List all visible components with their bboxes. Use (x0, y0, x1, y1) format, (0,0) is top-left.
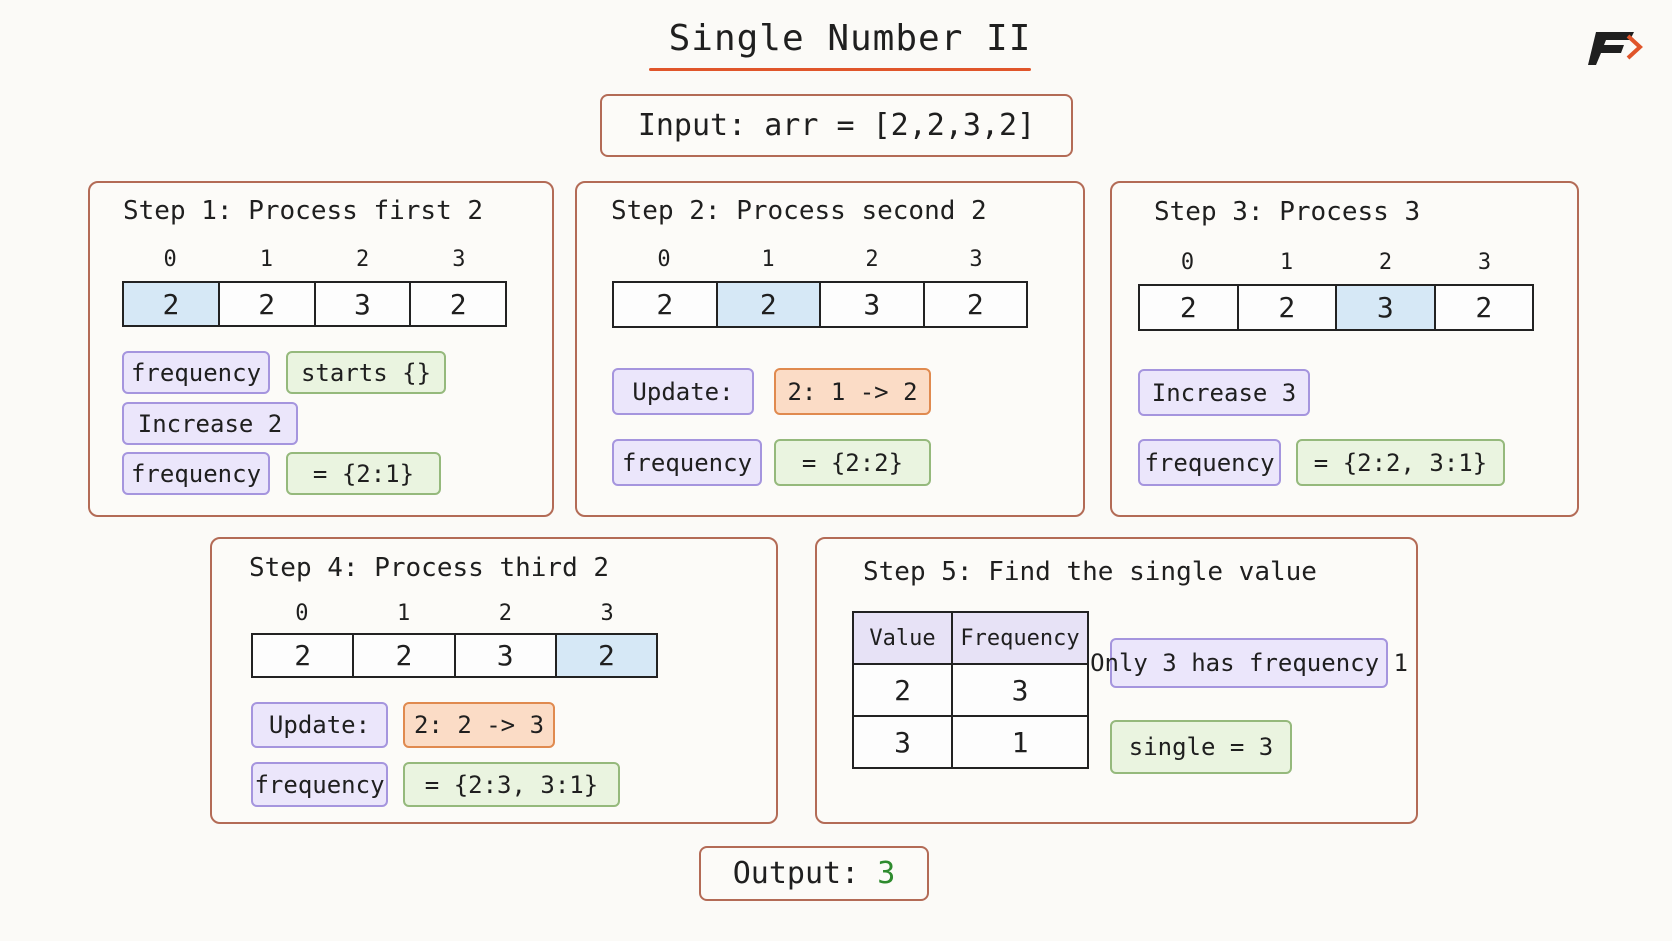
array-cell: 2 (354, 635, 456, 676)
single-value-chip: single = 3 (1110, 720, 1292, 774)
array-cell: 3 (821, 283, 925, 326)
step-2-array: 2 2 3 2 (612, 281, 1028, 328)
index-label: 0 (295, 601, 309, 626)
step-4-title: Step 4: Process third 2 (249, 553, 610, 583)
array-cell: 2 (614, 283, 718, 326)
array-cell: 2 (411, 283, 505, 325)
output-label: Output: (732, 856, 860, 891)
step-3-array: 2 2 3 2 (1138, 284, 1534, 331)
update-value-chip: 2: 2 -> 3 (403, 702, 555, 748)
step-1-indices: 0 1 2 3 (122, 247, 507, 272)
step-2-indices: 0 1 2 3 (612, 247, 1028, 272)
frequency-chip: frequency (1138, 439, 1281, 486)
frequency-chip: frequency (122, 452, 270, 495)
table-cell: 3 (951, 663, 1089, 717)
update-chip: Update: (612, 368, 754, 415)
frequency-value-chip: = {2:2} (774, 439, 931, 486)
array-cell-highlighted: 2 (556, 635, 656, 676)
index-label: 2 (356, 247, 370, 272)
increase-chip: Increase 2 (122, 402, 298, 445)
step-4-indices: 0 1 2 3 (251, 601, 658, 626)
step-4-array: 2 2 3 2 (251, 633, 658, 678)
increase-chip: Increase 3 (1138, 369, 1310, 416)
title-underline (649, 68, 1031, 71)
update-value-chip: 2: 1 -> 2 (774, 368, 931, 415)
step-1-title: Step 1: Process first 2 (123, 196, 484, 226)
starts-chip: starts {} (286, 351, 446, 394)
array-cell: 2 (253, 635, 355, 676)
index-label: 3 (969, 247, 983, 272)
array-cell-highlighted: 2 (717, 283, 821, 326)
table-row: 3 1 (852, 715, 1089, 769)
table-header: Value (852, 611, 953, 665)
step-5-title: Step 5: Find the single value (863, 557, 1317, 587)
update-chip: Update: (251, 702, 388, 748)
step-3-title: Step 3: Process 3 (1154, 197, 1421, 227)
table-cell: 2 (852, 663, 953, 717)
step-3-indices: 0 1 2 3 (1138, 250, 1534, 275)
index-label: 1 (397, 601, 411, 626)
step-2-title: Step 2: Process second 2 (611, 196, 987, 226)
index-label: 3 (452, 247, 466, 272)
frequency-value-chip: = {2:1} (286, 452, 441, 495)
frequency-chip: frequency (251, 762, 388, 807)
array-cell: 2 (1238, 286, 1337, 329)
array-cell: 3 (455, 635, 557, 676)
index-label: 1 (1279, 250, 1294, 275)
array-cell: 2 (219, 283, 316, 325)
array-cell: 2 (1140, 286, 1239, 329)
input-label: Input: arr = [2,2,3,2] (637, 108, 1036, 143)
brand-logo-icon (1588, 32, 1643, 65)
page-title: Single Number II (668, 18, 1032, 59)
index-label: 3 (1477, 250, 1492, 275)
frequency-chip: frequency (122, 351, 270, 394)
array-cell: 2 (924, 283, 1026, 326)
table-cell: 1 (951, 715, 1089, 769)
step-1-array: 2 2 3 2 (122, 281, 507, 327)
output-box: Output: 3 (699, 846, 929, 901)
index-label: 3 (600, 601, 614, 626)
index-label: 1 (761, 247, 775, 272)
index-label: 1 (259, 247, 273, 272)
input-box: Input: arr = [2,2,3,2] (600, 94, 1073, 157)
array-cell: 2 (1435, 286, 1532, 329)
index-label: 0 (657, 247, 671, 272)
index-label: 0 (1180, 250, 1195, 275)
index-label: 2 (498, 601, 512, 626)
array-cell-highlighted: 2 (124, 283, 220, 325)
frequency-value-chip: = {2:2, 3:1} (1296, 439, 1505, 486)
index-label: 2 (865, 247, 879, 272)
table-cell: 3 (852, 715, 953, 769)
table-header: Frequency (951, 611, 1089, 665)
output-value: 3 (877, 856, 896, 891)
frequency-table: Value Frequency 2 3 3 1 (852, 611, 1089, 769)
index-label: 0 (163, 247, 177, 272)
table-row: 2 3 (852, 663, 1089, 717)
array-cell-highlighted: 3 (1337, 286, 1436, 329)
index-label: 2 (1378, 250, 1393, 275)
frequency-chip: frequency (612, 439, 762, 486)
array-cell: 3 (315, 283, 412, 325)
conclusion-chip: Only 3 has frequency 1 (1090, 638, 1408, 688)
frequency-value-chip: = {2:3, 3:1} (403, 762, 620, 807)
